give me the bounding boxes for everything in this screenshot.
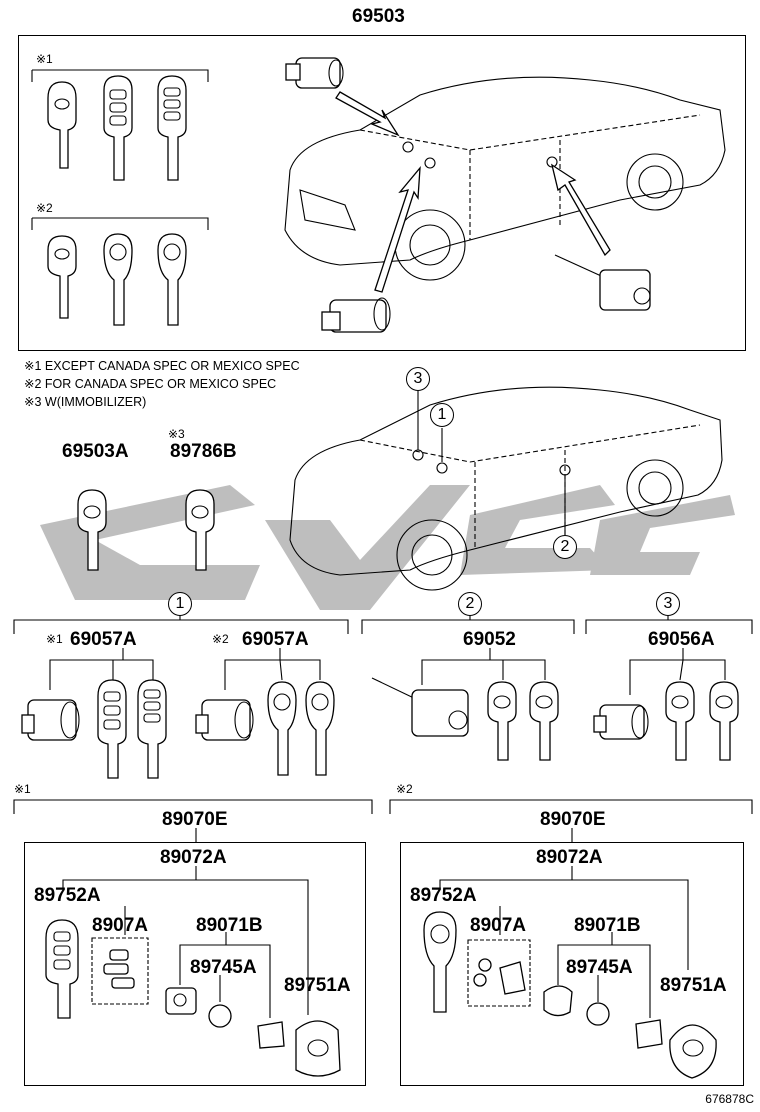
- key-cover-small-icon: [635, 1019, 663, 1049]
- group-1-left-mark: ※1: [46, 632, 63, 646]
- bottom-left-p1[interactable]: 89752A: [34, 885, 101, 906]
- key-plain-icon: [47, 235, 77, 319]
- group-2-circle: 2: [458, 592, 482, 616]
- key-remote-4button-icon: [137, 679, 167, 779]
- bottom-right-assembly[interactable]: 89070E: [540, 809, 606, 830]
- bottom-right-sub[interactable]: 89072A: [536, 847, 603, 868]
- transmitter-board-icon: [165, 987, 197, 1015]
- key-remote-4button-icon: [157, 75, 187, 181]
- battery-icon: [208, 1004, 232, 1028]
- bottom-left-p5[interactable]: 89751A: [284, 975, 351, 996]
- key-remote-rounded-icon: [423, 911, 457, 1013]
- car-illustration-top: [284, 76, 726, 281]
- note-spec-1: ※1 EXCEPT CANADA SPEC OR MEXICO SPEC: [24, 359, 300, 373]
- bottom-right-mark: ※2: [396, 782, 413, 796]
- lock-cylinder-icon: [285, 57, 344, 89]
- battery-icon: [586, 1002, 610, 1026]
- door-lock-cylinder-icon: [554, 254, 651, 311]
- lock-cylinder-icon: [593, 704, 649, 740]
- figure-code: 676878C: [705, 1092, 754, 1106]
- watermark-logo: [40, 485, 735, 610]
- main-assembly-part-number[interactable]: 69503: [352, 6, 405, 27]
- bottom-left-p2[interactable]: 8907A: [92, 915, 148, 936]
- group-1-right-mark: ※2: [212, 632, 229, 646]
- key-remote-rounded-icon: [157, 233, 187, 326]
- bottom-right-p4[interactable]: 89745A: [566, 957, 633, 978]
- spec-mark-2: ※2: [36, 201, 53, 215]
- key-case-icon: [295, 1020, 341, 1077]
- key-transponder-icon: [665, 681, 695, 761]
- bottom-right-p1[interactable]: 89752A: [410, 885, 477, 906]
- bottom-left-frame: [24, 842, 366, 1086]
- note-spec-3: ※3 W(IMMOBILIZER): [24, 395, 147, 409]
- bottom-right-p2[interactable]: 8907A: [470, 915, 526, 936]
- key-remote-rounded-icon: [305, 681, 335, 776]
- bottom-left-p4[interactable]: 89745A: [190, 957, 257, 978]
- key-cover-small-icon: [257, 1021, 285, 1049]
- group-3-circle: 3: [656, 592, 680, 616]
- key-transponder-icon: [77, 489, 107, 571]
- group-2-part[interactable]: 69052: [463, 629, 516, 650]
- door-lock-cylinder-icon: [371, 677, 469, 737]
- note-spec-2: ※2 FOR CANADA SPEC OR MEXICO SPEC: [24, 377, 277, 391]
- key-case-icon: [669, 1024, 717, 1079]
- bottom-left-sub[interactable]: 89072A: [160, 847, 227, 868]
- key-remote-3button-icon: [97, 679, 127, 779]
- lock-cylinder-icon: [21, 699, 80, 741]
- main-assembly-frame: [18, 35, 746, 351]
- group-1-right-part[interactable]: 69057A: [242, 629, 309, 650]
- pointer-arrow: [335, 91, 611, 293]
- key-remote-rounded-icon: [103, 233, 133, 326]
- key-remote-3button-icon: [45, 919, 79, 1019]
- key-remote-3button-icon: [103, 75, 133, 181]
- key-transponder-icon: [529, 681, 559, 761]
- bottom-right-p3[interactable]: 89071B: [574, 915, 641, 936]
- callout-3-car: 3: [406, 367, 430, 391]
- button-pad-icon: [467, 939, 531, 1007]
- key-part-89786B[interactable]: 89786B: [170, 441, 237, 462]
- group-1-circle: 1: [168, 592, 192, 616]
- key-remote-rounded-icon: [267, 681, 297, 776]
- callout-1-car: 1: [430, 403, 454, 427]
- bottom-left-p3[interactable]: 89071B: [196, 915, 263, 936]
- bottom-left-mark: ※1: [14, 782, 31, 796]
- bottom-right-frame: [400, 842, 744, 1086]
- key-transponder-icon: [709, 681, 739, 761]
- group-3-part[interactable]: 69056A: [648, 629, 715, 650]
- bottom-left-assembly[interactable]: 89070E: [162, 809, 228, 830]
- key-transponder-icon: [185, 489, 215, 571]
- group-1-left-part[interactable]: 69057A: [70, 629, 137, 650]
- key-b-mark: ※3: [168, 427, 185, 441]
- key-transponder-icon: [487, 681, 517, 761]
- spec-mark-1: ※1: [36, 52, 53, 66]
- car-illustration-middle: [289, 386, 723, 591]
- key-plain-icon: [47, 81, 77, 169]
- lock-cylinder-icon: [321, 297, 391, 333]
- lock-cylinder-icon: [195, 699, 254, 741]
- transmitter-board-icon: [543, 985, 573, 1017]
- bottom-right-p5[interactable]: 89751A: [660, 975, 727, 996]
- button-pad-icon: [91, 937, 149, 1005]
- callout-2-car: 2: [553, 535, 577, 559]
- key-part-69503A[interactable]: 69503A: [62, 441, 129, 462]
